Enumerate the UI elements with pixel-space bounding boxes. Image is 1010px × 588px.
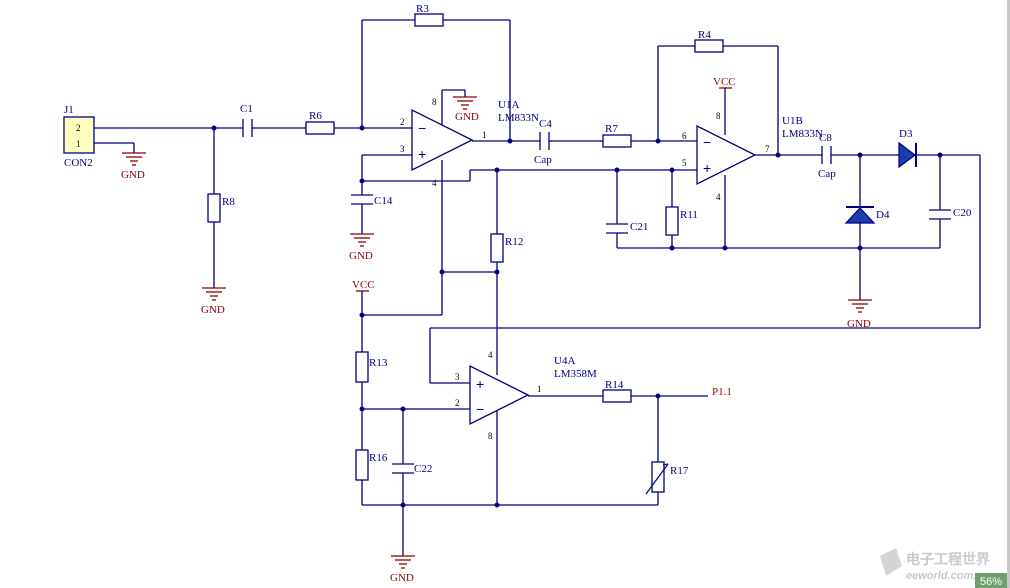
r8-label: R8 xyxy=(222,196,235,208)
c8-label: C8 xyxy=(819,132,832,144)
opamp-u1a: − + 2 3 1 8 4 U1A LM833N xyxy=(400,97,539,188)
svg-text:GND: GND xyxy=(847,318,871,330)
c20-label: C20 xyxy=(953,207,972,219)
gnd-symbol-c14: GND xyxy=(349,233,374,262)
gnd-symbol-d4: GND xyxy=(847,299,872,330)
u1a-pin-vp: 8 xyxy=(432,97,437,107)
svg-text:+: + xyxy=(418,146,426,162)
gnd-symbol-j1: GND xyxy=(121,152,146,181)
u1b-pin-vp: 8 xyxy=(716,111,721,121)
u1a-part: LM833N xyxy=(498,112,539,124)
u1a-pin-out: 1 xyxy=(482,130,487,140)
r11-label: R11 xyxy=(680,209,698,221)
r16-label: R16 xyxy=(369,452,388,464)
c4-value: Cap xyxy=(534,154,552,166)
r3-label: R3 xyxy=(416,3,429,15)
r7-label: R7 xyxy=(605,123,618,135)
net-label-p1-1: P1.1 xyxy=(712,386,732,398)
gnd-symbol-bottom: GND xyxy=(390,555,415,584)
u1a-pin-noninv: 3 xyxy=(400,144,405,154)
svg-text:GND: GND xyxy=(390,572,414,584)
svg-text:GND: GND xyxy=(121,169,145,181)
u1b-pin-noninv: 5 xyxy=(682,158,687,168)
window-edge xyxy=(1007,0,1010,588)
watermark-logo: 电子工程世界 eeworld.com.cn xyxy=(880,548,991,582)
u4a-pin-noninv: 3 xyxy=(455,372,460,382)
u4a-ref: U4A xyxy=(554,355,575,367)
svg-text:+: + xyxy=(703,160,711,176)
u1a-ref: U1A xyxy=(498,99,519,111)
watermark-cn: 电子工程世界 xyxy=(906,551,991,567)
vcc-left-label: VCC xyxy=(352,279,375,291)
u1a-pin-vn: 4 xyxy=(432,178,437,188)
c8-value: Cap xyxy=(818,168,836,180)
opamp-u4a: + − 3 2 1 4 8 U4A LM358M xyxy=(455,350,597,441)
j1-value: CON2 xyxy=(64,157,93,169)
r14-label: R14 xyxy=(605,379,624,391)
u1b-vcc-label: VCC xyxy=(713,76,736,88)
u4a-pin-out: 1 xyxy=(537,384,542,394)
u1b-pin-out: 7 xyxy=(765,144,770,154)
u1b-part: LM833N xyxy=(782,128,823,140)
d4-label: D4 xyxy=(876,209,890,221)
svg-text:−: − xyxy=(418,120,426,136)
r12-label: R12 xyxy=(505,236,523,248)
diode-d3 xyxy=(898,141,916,169)
zoom-badge: 56% xyxy=(975,573,1010,588)
diode-d4 xyxy=(844,207,876,224)
u1b-ref: U1B xyxy=(782,115,803,127)
svg-text:−: − xyxy=(476,401,484,417)
r4-label: R4 xyxy=(698,29,711,41)
gnd-symbol-r8: GND xyxy=(201,287,226,316)
svg-text:GND: GND xyxy=(455,111,479,123)
r6-label: R6 xyxy=(309,110,322,122)
svg-text:56%: 56% xyxy=(980,576,1002,588)
d3-label: D3 xyxy=(899,128,913,140)
connector-j1: 2 1 J1 CON2 xyxy=(63,104,95,169)
r13-label: R13 xyxy=(369,357,388,369)
c4-label: C4 xyxy=(539,118,552,130)
c21-label: C21 xyxy=(630,221,648,233)
j1-ref: J1 xyxy=(64,104,74,116)
svg-text:GND: GND xyxy=(349,250,373,262)
j1-pin-2: 2 xyxy=(76,123,81,133)
j1-pin-1: 1 xyxy=(76,139,81,149)
svg-text:+: + xyxy=(476,376,484,392)
c22-label: C22 xyxy=(414,463,432,475)
u1b-pin-vn: 4 xyxy=(716,192,721,202)
c1-label: C1 xyxy=(240,103,253,115)
u4a-pin-vp: 4 xyxy=(488,350,493,360)
u1b-pin-inv: 6 xyxy=(682,131,687,141)
svg-text:GND: GND xyxy=(201,304,225,316)
r17-label: R17 xyxy=(670,465,689,477)
u1a-pin-inv: 2 xyxy=(400,117,405,127)
opamp-u1b: − + 6 5 7 8 4 U1B LM833N xyxy=(682,111,823,202)
u4a-pin-inv: 2 xyxy=(455,398,460,408)
u4a-part: LM358M xyxy=(554,368,597,380)
watermark-en: eeworld.com.cn xyxy=(906,570,989,582)
u4a-pin-vn: 8 xyxy=(488,431,493,441)
gnd-symbol-u1a: GND xyxy=(453,96,479,123)
svg-text:−: − xyxy=(703,134,711,150)
c14-label: C14 xyxy=(374,195,393,207)
